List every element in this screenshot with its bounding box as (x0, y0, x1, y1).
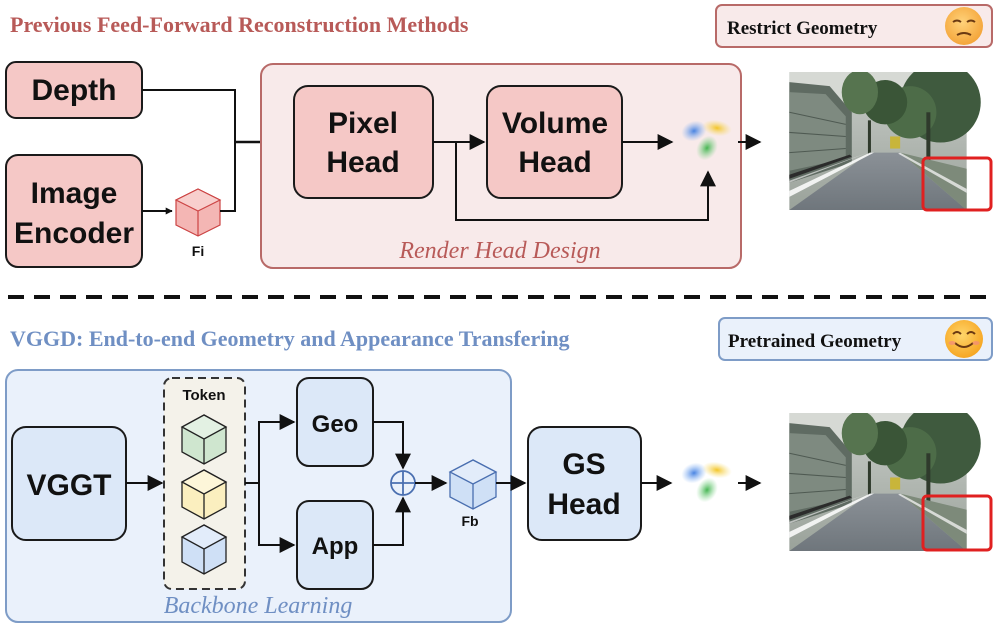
vggt-label: VGGT (26, 469, 111, 502)
restrict-geometry-label: Restrict Geometry (727, 18, 878, 39)
fi-connector (220, 142, 236, 212)
token-to-app-arrow (258, 483, 296, 553)
rendered-street-image-bottom (788, 413, 993, 552)
pixel-head-label-line2: Head (326, 146, 399, 179)
pretrained-geometry-badge (718, 317, 993, 361)
rendered-street-image-top (788, 72, 993, 212)
token-label: Token (182, 387, 225, 404)
sad-face-icon (945, 7, 983, 45)
depth-label: Depth (32, 74, 117, 107)
bottom-section-title: VGGD: End-to-end Geometry and Appearance… (10, 326, 570, 351)
gs-head-label-line2: Head (547, 488, 620, 521)
smiling-face-icon (945, 320, 983, 358)
depth-connector (142, 89, 236, 142)
image-encoder-label-line2: Encoder (14, 217, 134, 250)
token-cube-blue (180, 524, 228, 575)
pixel-bypass-arrow (455, 142, 716, 221)
fb-label: Fb (461, 513, 478, 529)
geo-to-plus-arrow (373, 421, 411, 470)
token-cube-green (180, 414, 228, 465)
app-to-plus-arrow (373, 496, 411, 546)
backbone-learning-caption: Backbone Learning (164, 593, 353, 619)
gaussian-splats-icon-bottom (678, 459, 734, 506)
pixel-head-label-line1: Pixel (328, 107, 398, 140)
image-encoder-box (5, 154, 143, 268)
volume-head-label-line2: Head (518, 146, 591, 179)
top-section-title: Previous Feed-Forward Reconstruction Met… (10, 12, 469, 37)
token-to-geo-arrow (258, 414, 296, 483)
feature-sum-node (390, 470, 416, 496)
fb-feature-cube (448, 459, 498, 510)
gs-head-label-line1: GS (562, 448, 605, 481)
geo-label: Geo (312, 411, 359, 438)
highlight-region-top (921, 156, 993, 212)
fi-feature-cube (174, 188, 222, 237)
restrict-geometry-badge (715, 4, 993, 48)
highlight-region-bottom (921, 494, 993, 552)
pixel-head-box (293, 85, 434, 199)
app-label: App (312, 533, 359, 560)
pretrained-geometry-label: Pretrained Geometry (728, 331, 902, 352)
token-cube-yellow (180, 469, 228, 520)
render-head-caption: Render Head Design (398, 238, 600, 264)
fi-label: Fi (192, 243, 204, 259)
volume-head-label-line1: Volume (502, 107, 608, 140)
gs-head-box (527, 426, 642, 541)
image-encoder-label-line1: Image (31, 177, 118, 210)
volume-head-box (486, 85, 623, 199)
